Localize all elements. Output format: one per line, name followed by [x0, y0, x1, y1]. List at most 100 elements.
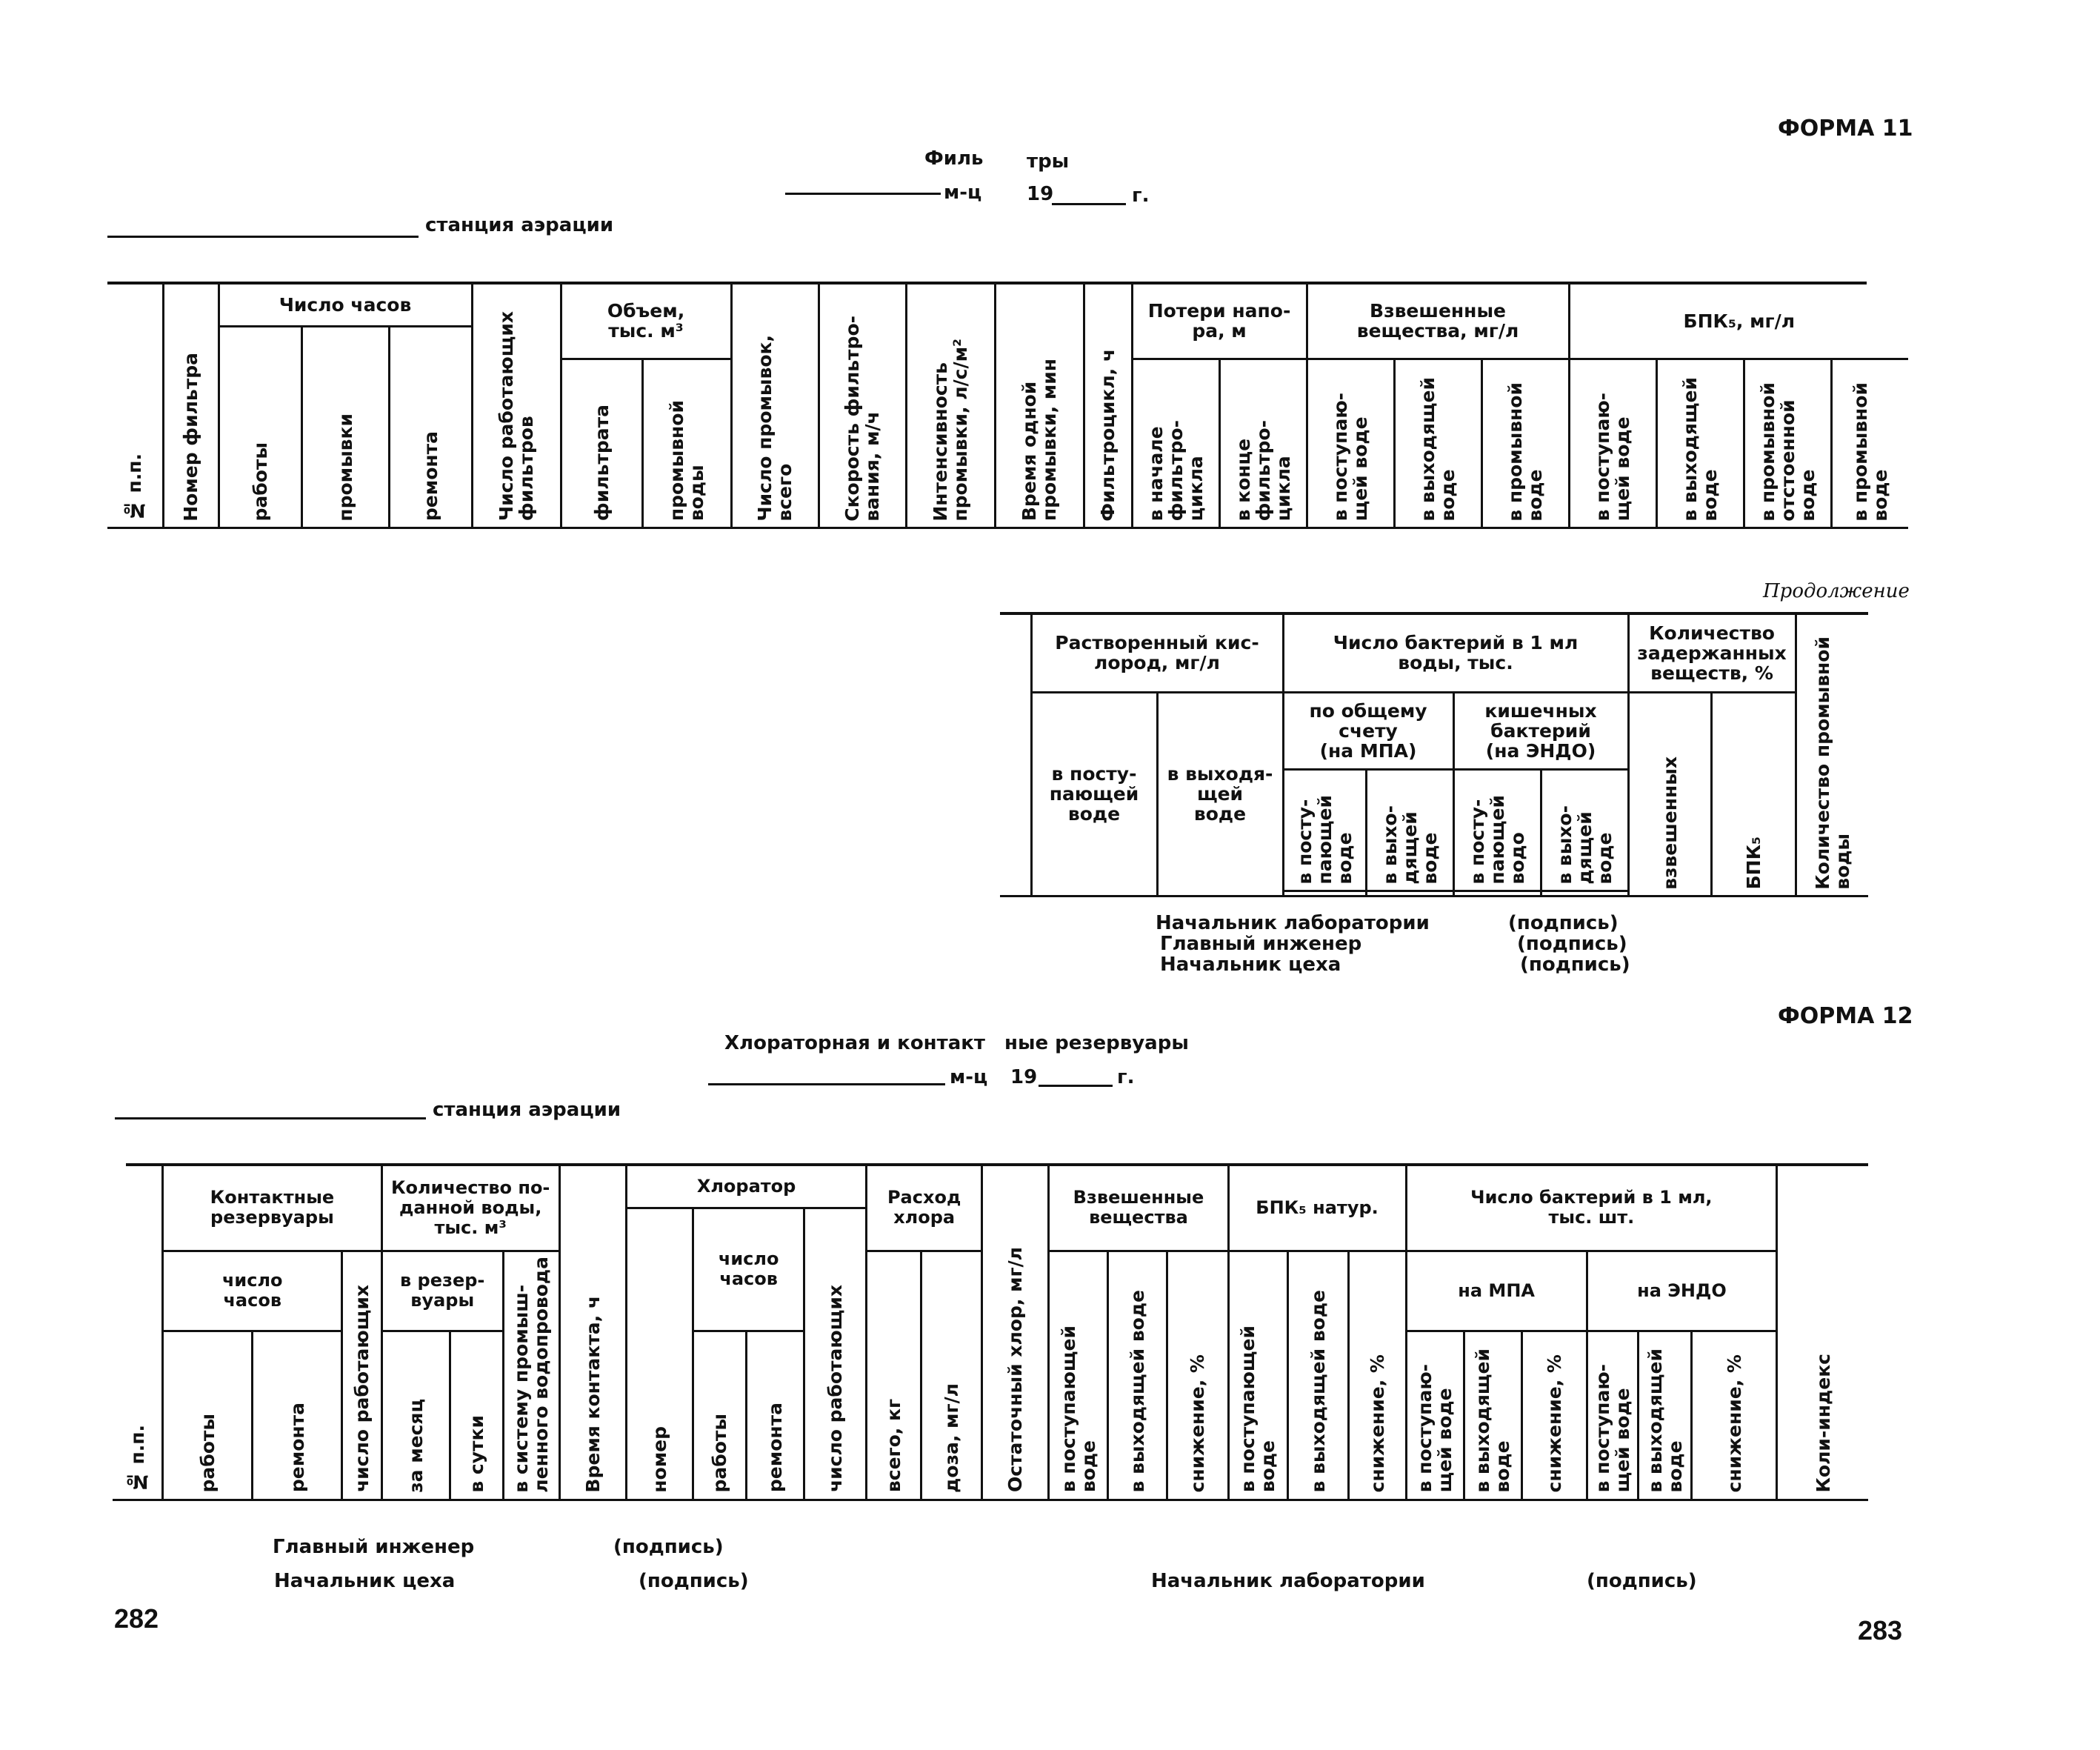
f11c-group-oxygen: Растворенный кис- лород, мг/л: [1030, 615, 1284, 693]
f12-col-chl-working-count: число работающих: [803, 1208, 868, 1501]
form11-continuation-label: Продолжение: [1763, 580, 1910, 602]
f12-col-endo-in: в поступаю- щей воде: [1585, 1331, 1640, 1501]
f12-sig-role-2: Начальник цеха: [274, 1570, 456, 1592]
f11-col-susp-in: в поступаю- щей воде: [1305, 359, 1396, 529]
f11-group-suspended: Взвешенные вещества, мг/л: [1305, 285, 1570, 360]
f11-col-susp-wash: в промывной воде: [1480, 359, 1570, 529]
f11-sig-sign-2: (подпись): [1517, 933, 1627, 955]
f12-col-coli-index: Коли-индекс: [1776, 1166, 1868, 1501]
f12-group-ws-to-tanks: в резер- вуары: [380, 1251, 504, 1332]
form12-year-suffix: г.: [1117, 1066, 1135, 1088]
f11-cont-spacer: [1000, 615, 1033, 897]
form11-cont-table: Растворенный кис- лород, мг/л Число бакт…: [1000, 615, 1869, 897]
form11-month-line: [785, 193, 941, 195]
form12-station-label: станция аэрации: [433, 1099, 621, 1121]
f12-sig-sign-2: (подпись): [639, 1570, 749, 1592]
form12-month-line: [708, 1083, 945, 1085]
f12-col-endo-out: в выходящей воде: [1637, 1331, 1693, 1501]
f12-col-mpa-in: в поступаю- щей воде: [1404, 1331, 1465, 1501]
form11-station-line: [107, 236, 419, 238]
f12-col-bod-reduction: снижение, %: [1347, 1251, 1407, 1501]
f11c-col-wash-water-amount: Количество промывной воды: [1794, 615, 1869, 897]
f11-col-susp-out: в выходящей воде: [1393, 359, 1483, 529]
form11-station-label: станция аэрации: [425, 214, 614, 236]
f12-group-chlorinator: Хлоратор: [624, 1166, 868, 1209]
f12-col-cl-dose: доза, мг/л: [920, 1251, 984, 1501]
f11c-col-bact-total-in: в посту- пающей воде: [1281, 769, 1367, 892]
f12-group-contact-tanks: Контактные резервуары: [161, 1166, 383, 1252]
page-number-left: 282: [114, 1603, 159, 1634]
f12-col-ws-industrial: в систему промыш- ленного водопровода: [501, 1251, 561, 1501]
form12-title-left: Хлораторная и контакт: [724, 1032, 985, 1054]
f12-group-bod: БПК₅ натур.: [1227, 1166, 1407, 1252]
f11c-group-bacteria: Число бактерий в 1 мл воды, тыс.: [1281, 615, 1630, 693]
form11-year-line: [1052, 203, 1126, 205]
f12-col-ws-day: в сутки: [448, 1331, 504, 1501]
f12-col-chl-work: работы: [692, 1331, 748, 1501]
f11-col-hours-wash: промывки: [300, 326, 390, 529]
f12-col-residual-chlorine: Остаточный хлор, мг/л: [981, 1166, 1050, 1501]
f12-sig-role-1: Главный инженер: [273, 1536, 475, 1558]
f11-group-head-loss: Потери напо- ра, м: [1130, 285, 1308, 360]
form11-cont-top-rule: [1000, 612, 1868, 615]
form11-title-left: Филь: [924, 147, 984, 170]
f12-sig-role-right: Начальник лаборатории: [1151, 1570, 1425, 1592]
f11c-col-retained-susp: взвешенных: [1627, 692, 1713, 897]
form12-year-prefix: 19: [1010, 1066, 1038, 1088]
form12-label: ФОРМА 12: [1778, 1003, 1913, 1029]
f12-group-ct-hours: число часов: [161, 1251, 344, 1332]
f12-group-endo: на ЭНДО: [1585, 1251, 1779, 1332]
f11-sig-role-2: Главный инженер: [1160, 933, 1362, 955]
f12-col-susp-out: в выходящей воде: [1107, 1251, 1169, 1501]
f11-col-bod-in: в поступаю- щей воде: [1567, 359, 1658, 529]
f11-col-volume-wash: промывной воды: [641, 359, 733, 529]
f12-col-ct-working-count: число работающих: [341, 1251, 383, 1501]
f11-group-volume: Объем, тыс. м³: [559, 285, 733, 360]
f11-sig-role-1: Начальник лаборатории: [1156, 912, 1430, 934]
f11-col-bod-settled: в промывной отстоенной воде: [1742, 359, 1833, 529]
f12-group-mpa: на МПА: [1404, 1251, 1588, 1332]
f12-col-susp-in: в поступающей воде: [1047, 1251, 1110, 1501]
f12-col-susp-reduction: снижение, %: [1166, 1251, 1230, 1501]
form11-label: ФОРМА 11: [1778, 116, 1913, 142]
f11-sig-sign-3: (подпись): [1520, 954, 1630, 976]
f11c-col-bact-int-in: в посту- пающей водо: [1452, 769, 1542, 892]
f12-sig-sign-1: (подпись): [613, 1536, 724, 1558]
f11-col-num: № п.п.: [107, 285, 164, 529]
form11-table: № п.п. Номер фильтра Число часов Число р…: [107, 285, 1909, 529]
f11-col-volume-filtrate: фильтрата: [559, 359, 644, 529]
f12-group-bacteria: Число бактерий в 1 мл, тыс. шт.: [1404, 1166, 1779, 1252]
f11-col-washes-total: Число промывок, всего: [730, 285, 820, 529]
form12-month-suffix: м-ц: [950, 1066, 988, 1088]
form11-year-suffix: г.: [1132, 184, 1150, 207]
f11-col-bod-out: в выходящей воде: [1655, 359, 1745, 529]
form11-year-prefix: 19: [1027, 183, 1054, 205]
f11-col-wash-time: Время одной промывки, мин: [993, 285, 1085, 529]
f12-group-water-supplied: Количество по- данной воды, тыс. м³: [380, 1166, 561, 1252]
f11-col-head-loss-start: в начале фильтро- цикла: [1130, 359, 1221, 529]
form11-title-right: тры: [1027, 150, 1070, 173]
page-number-right: 283: [1858, 1615, 1903, 1646]
form12-table: № п.п. Контактные резервуары Количество …: [113, 1166, 1868, 1501]
f11-col-filter-cycle: Фильтроцикл, ч: [1082, 285, 1133, 529]
f12-col-contact-time: Время контакта, ч: [558, 1166, 627, 1501]
f11c-group-retained: Количество задержанных веществ, %: [1627, 615, 1797, 693]
form12-station-line: [115, 1117, 426, 1119]
f12-col-cl-total: всего, кг: [865, 1251, 923, 1501]
form12-title-right: ные резервуары: [1004, 1032, 1189, 1054]
form12-top-rule: [126, 1163, 1868, 1166]
f12-col-num: № п.п.: [113, 1166, 164, 1501]
f11-group-hours: Число часов: [217, 285, 473, 327]
f11c-group-bact-intestinal: кишечных бактерий (на ЭНДО): [1452, 692, 1630, 771]
f11c-col-bact-total-out: в выхо- дящей воде: [1364, 769, 1455, 892]
f12-group-chl-hours: число часов: [692, 1208, 806, 1332]
form12-year-line: [1039, 1085, 1113, 1087]
f11c-col-bact-int-out: в выхо- дящей воде: [1539, 769, 1630, 892]
form11-top-rule: [107, 282, 1867, 285]
f12-sig-sign-right: (подпись): [1587, 1570, 1697, 1592]
f11c-col-retained-bod: БПК₅: [1710, 692, 1797, 897]
f12-group-suspended: Взвешенные вещества: [1047, 1166, 1230, 1252]
f12-col-bod-in: в поступающей воде: [1227, 1251, 1289, 1501]
f12-col-chl-number: номер: [624, 1208, 695, 1501]
f11-col-hours-work: работы: [217, 326, 303, 529]
